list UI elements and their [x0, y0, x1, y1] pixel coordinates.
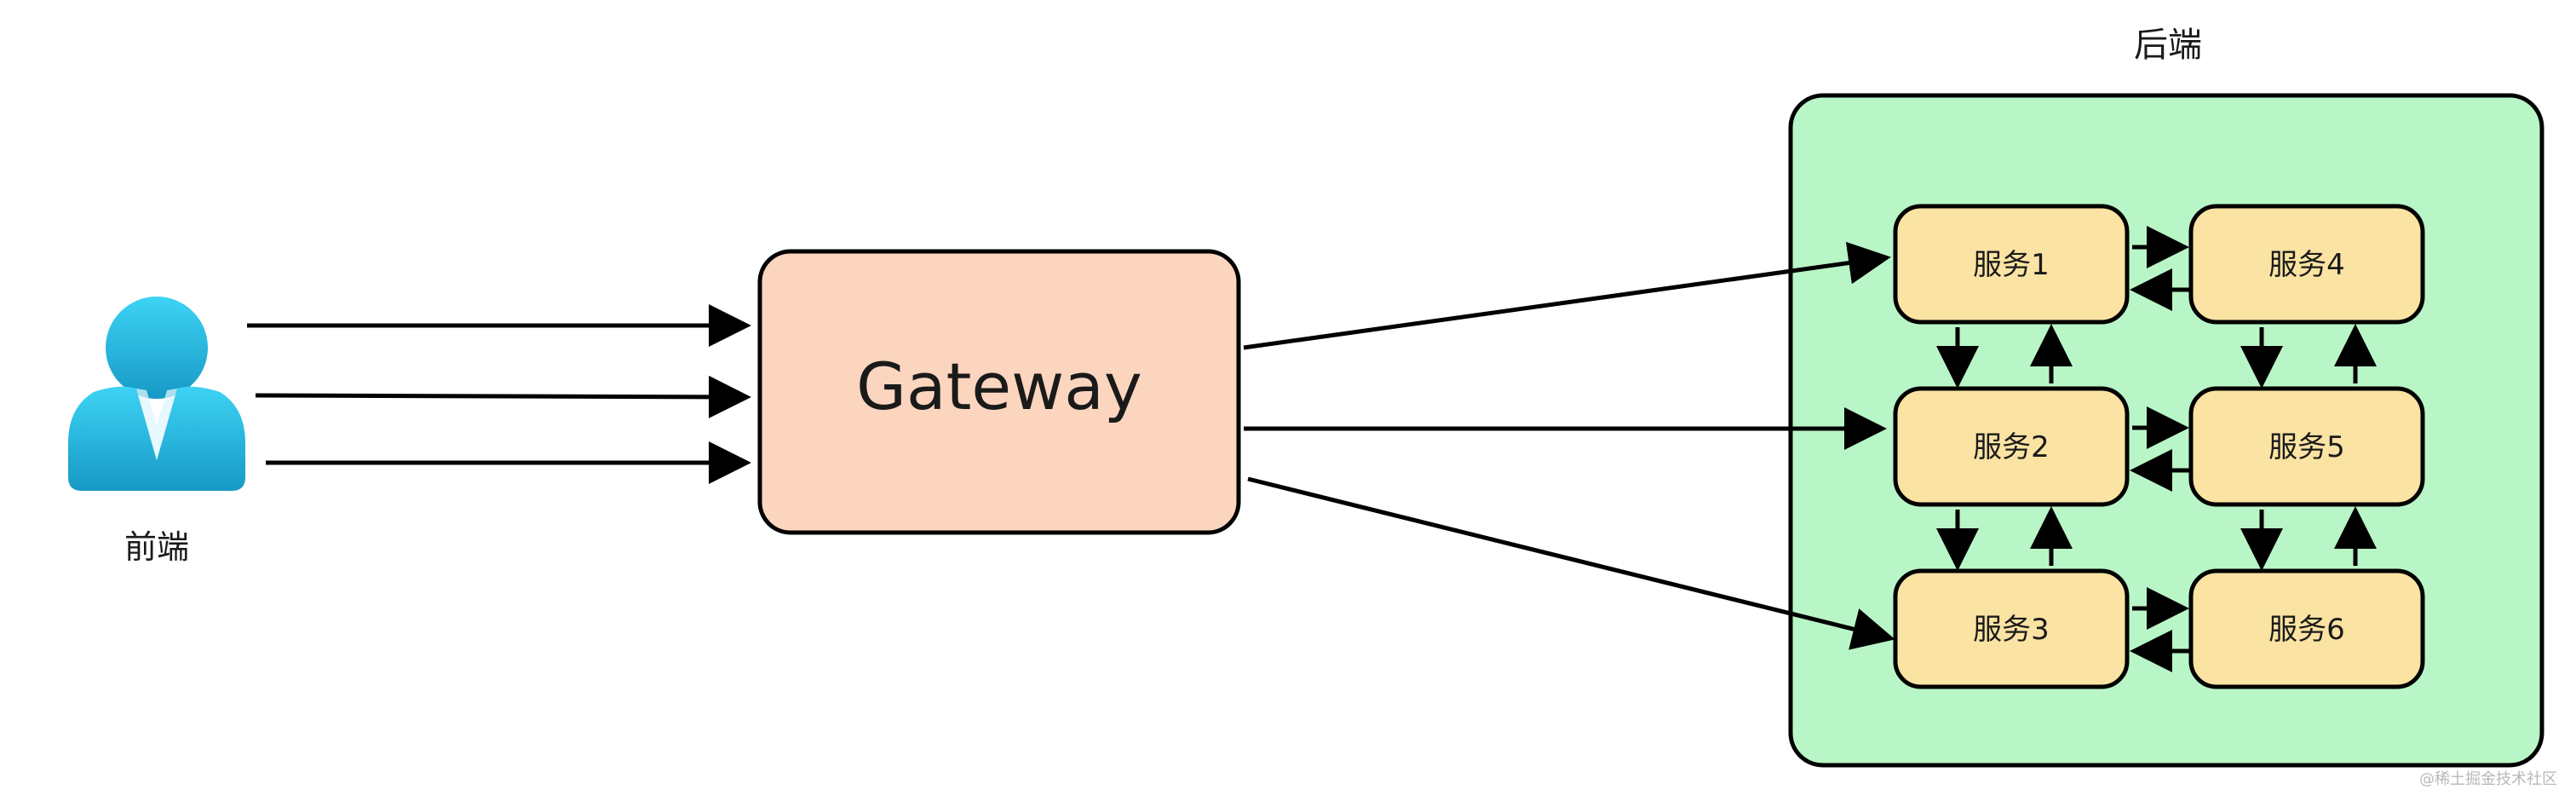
service-node-5: 服务5: [2188, 386, 2425, 507]
service-label-1: 服务1: [1973, 248, 2050, 282]
frontend-label: 前端: [124, 528, 189, 566]
service-node-3: 服务3: [1893, 568, 2130, 689]
service-node-1: 服务1: [1893, 204, 2130, 325]
services-grid: 服务1 服务2 服务3 服务4 服务5 服务6: [1893, 204, 2425, 689]
gateway-box: [757, 249, 1241, 535]
service-label-4: 服务4: [2268, 248, 2345, 282]
service-label-5: 服务5: [2268, 430, 2345, 464]
frontend-to-gateway-arrows: [247, 304, 751, 484]
gateway-to-services-arrows: [1243, 241, 1895, 650]
watermark: @稀土掘金技术社区: [2419, 770, 2557, 788]
frontend-node: 前端: [68, 297, 245, 566]
gateway-label: Gateway: [856, 349, 1142, 424]
service-node-6: 服务6: [2188, 568, 2425, 689]
service-label-2: 服务2: [1973, 430, 2050, 464]
service-node-4: 服务4: [2188, 204, 2425, 325]
service-interconnect-arrows: [1936, 226, 2377, 672]
gateway-node: Gateway: [757, 249, 1241, 535]
user-icon: [68, 297, 245, 491]
service-label-6: 服务6: [2268, 613, 2345, 647]
service-node-2: 服务2: [1893, 386, 2130, 507]
service-label-3: 服务3: [1973, 613, 2050, 647]
backend-label: 后端: [2134, 26, 2202, 65]
request-arrow-2: [255, 375, 751, 418]
route-arrow-service3: [1247, 476, 1895, 650]
route-arrow-service1: [1243, 241, 1891, 350]
